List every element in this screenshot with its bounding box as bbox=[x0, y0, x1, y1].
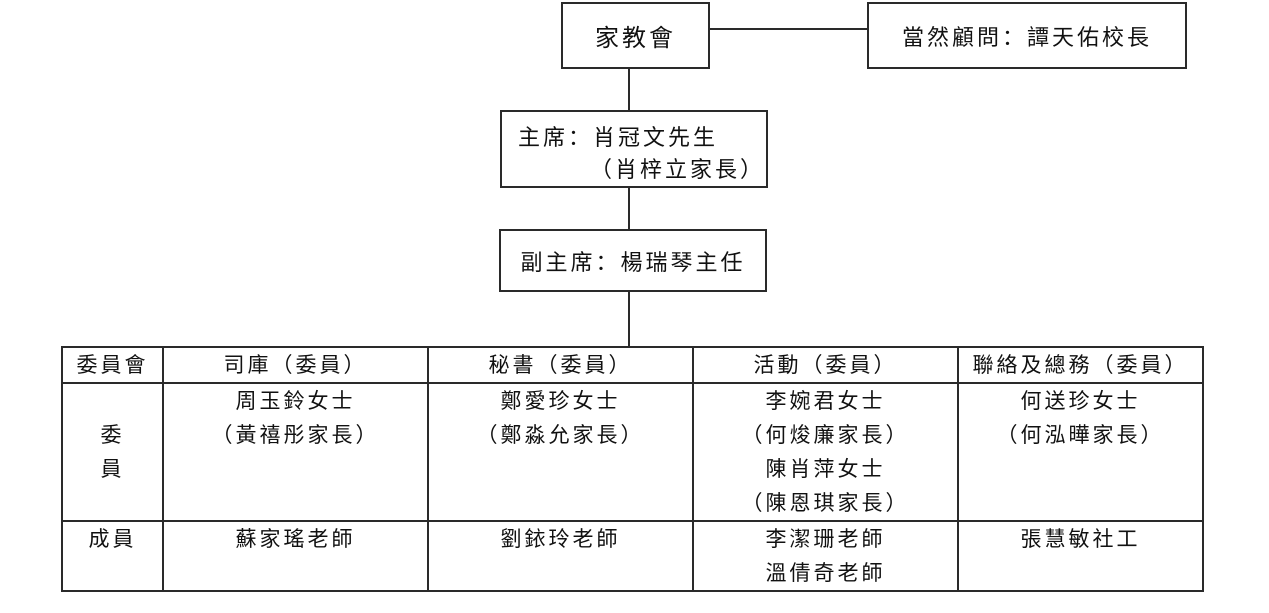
members-row-label: 委 員 bbox=[61, 382, 164, 522]
activities-staff-2-name: 溫倩奇老師 bbox=[765, 561, 886, 585]
liaison-members-cell: 何送珍女士 （何泓曄家長） bbox=[957, 382, 1204, 522]
advisor-box: 當然顧問：譚天佑校長 bbox=[867, 2, 1187, 69]
activities-member-2-name: 陳肖萍女士 bbox=[765, 457, 886, 481]
advisor-label: 當然顧問：譚天佑校長 bbox=[901, 25, 1152, 51]
header-committee: 委員會 bbox=[61, 346, 164, 384]
connector-chair-vice bbox=[628, 188, 630, 229]
activities-member-1-name: 李婉君女士 bbox=[765, 389, 886, 413]
header-treasurer: 司庫（委員） bbox=[162, 346, 429, 384]
treasurer-staff-name: 蘇家瑤老師 bbox=[235, 527, 356, 551]
secretary-staff-cell: 劉銥玲老師 bbox=[427, 520, 694, 592]
secretary-staff-name: 劉銥玲老師 bbox=[500, 527, 621, 551]
treasurer-member-name: 周玉鈴女士 bbox=[235, 389, 356, 413]
members-label-char-1: 委 bbox=[100, 423, 125, 447]
connector-vice-committee bbox=[628, 292, 630, 346]
chair-box: 主席：肖冠文先生 （肖梓立家長） bbox=[500, 110, 768, 188]
members-row: 委 員 周玉鈴女士 （黃禧彤家長） 鄭愛珍女士 （鄭淼允家長） 李婉君女士 （何… bbox=[61, 382, 1204, 522]
activities-members-cell: 李婉君女士 （何焌廉家長） 陳肖萍女士 （陳恩琪家長） bbox=[692, 382, 959, 522]
liaison-staff-name: 張慧敏社工 bbox=[1020, 527, 1141, 551]
vice-chair-box: 副主席：楊瑞琴主任 bbox=[499, 229, 767, 292]
activities-staff-1-name: 李潔珊老師 bbox=[765, 527, 886, 551]
secretary-member-parent-of: （鄭淼允家長） bbox=[476, 423, 645, 447]
pta-box: 家教會 bbox=[561, 2, 710, 69]
vice-chair-label: 副主席：楊瑞琴主任 bbox=[520, 250, 746, 276]
secretary-member-name: 鄭愛珍女士 bbox=[500, 389, 621, 413]
liaison-member-parent-of: （何泓曄家長） bbox=[996, 423, 1165, 447]
activities-staff-cell: 李潔珊老師 溫倩奇老師 bbox=[692, 520, 959, 592]
header-activities: 活動（委員） bbox=[692, 346, 959, 384]
pta-label: 家教會 bbox=[595, 24, 676, 52]
secretary-members-cell: 鄭愛珍女士 （鄭淼允家長） bbox=[427, 382, 694, 522]
committee-header-row: 委員會 司庫（委員） 秘書（委員） 活動（委員） 聯絡及總務（委員） bbox=[61, 346, 1204, 384]
liaison-staff-cell: 張慧敏社工 bbox=[957, 520, 1204, 592]
header-liaison-general-affairs: 聯絡及總務（委員） bbox=[957, 346, 1204, 384]
header-secretary: 秘書（委員） bbox=[427, 346, 694, 384]
staff-row: 成員 蘇家瑤老師 劉銥玲老師 李潔珊老師 溫倩奇老師 張慧敏社工 bbox=[61, 520, 1204, 592]
activities-member-2-parent-of: （陳恩琪家長） bbox=[741, 491, 910, 515]
treasurer-staff-cell: 蘇家瑤老師 bbox=[162, 520, 429, 592]
committee-table: 委員會 司庫（委員） 秘書（委員） 活動（委員） 聯絡及總務（委員） 委 員 周… bbox=[61, 346, 1204, 592]
connector-pta-chair bbox=[628, 69, 630, 110]
liaison-member-name: 何送珍女士 bbox=[1020, 389, 1141, 413]
members-label-char-2: 員 bbox=[100, 457, 125, 481]
chair-name: 主席：肖冠文先生 bbox=[518, 126, 719, 151]
activities-member-1-parent-of: （何焌廉家長） bbox=[741, 423, 910, 447]
connector-pta-advisor bbox=[710, 28, 867, 30]
treasurer-members-cell: 周玉鈴女士 （黃禧彤家長） bbox=[162, 382, 429, 522]
treasurer-member-parent-of: （黃禧彤家長） bbox=[211, 423, 380, 447]
chair-parent-of: （肖梓立家長） bbox=[590, 158, 766, 183]
staff-row-label: 成員 bbox=[61, 520, 164, 592]
